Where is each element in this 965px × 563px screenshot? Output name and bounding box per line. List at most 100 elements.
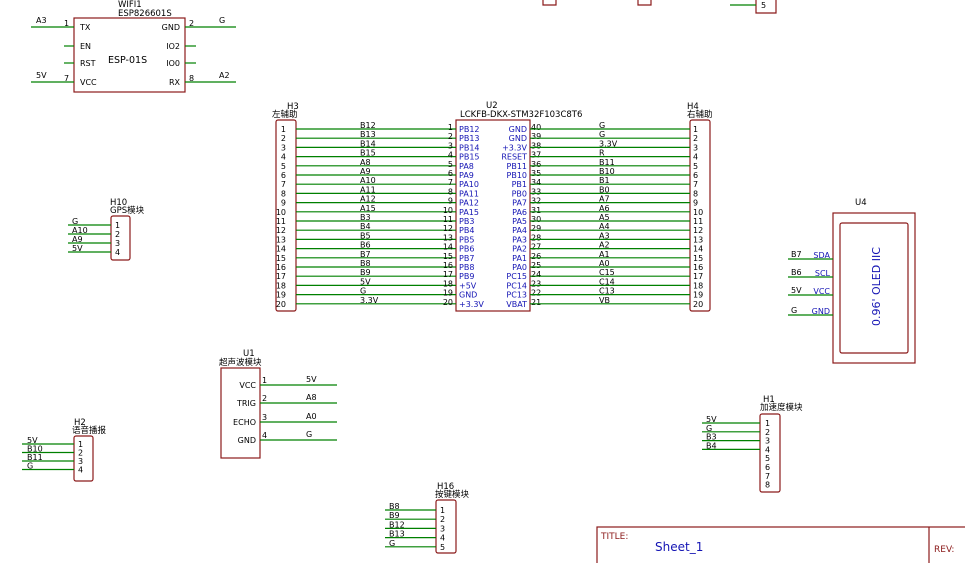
- wifi-name: ESP-01S: [108, 55, 147, 66]
- wifi-pin-number: 1: [64, 19, 69, 28]
- h10-net-label: A10: [72, 226, 88, 235]
- u4-pin-name: VCC: [813, 287, 830, 296]
- u2-pin-number: 2: [448, 132, 453, 141]
- h4-pin-number: 15: [693, 254, 703, 263]
- h16-ref: H16: [437, 482, 454, 492]
- u2-pin-number: 36: [531, 160, 541, 169]
- u1-pin-name: VCC: [239, 381, 256, 390]
- u2-pin-name: RESET: [501, 153, 527, 162]
- u2-pin-name: PB8: [459, 263, 474, 272]
- h4-net-label: G: [599, 130, 605, 139]
- h3-pin-number: 9: [281, 199, 286, 208]
- h4-ref: H4: [687, 102, 699, 112]
- h4-pin-number: 7: [693, 180, 698, 189]
- h4-net-label: A5: [599, 213, 610, 222]
- h1-pin-number: 5: [765, 454, 770, 463]
- h3-pin-number: 1: [281, 125, 286, 134]
- u2-pin-name: +3.3V: [502, 143, 527, 152]
- u2-pin-number: 29: [531, 224, 541, 233]
- h1-body: [759, 413, 781, 493]
- wifi-pin-name: TX: [79, 23, 91, 32]
- u1-name: 超声波模块: [219, 357, 262, 368]
- u2-pin-number: 6: [448, 169, 453, 178]
- u4-pin-name: GND: [812, 307, 830, 316]
- h2-net-label: G: [27, 462, 33, 471]
- u2-pin-number: 11: [443, 215, 453, 224]
- h4-pin-number: 13: [693, 235, 703, 244]
- wifi-ref: WIFI1: [118, 0, 142, 10]
- u4-net-label: G: [791, 306, 797, 315]
- wifi-pin-name: GND: [162, 23, 180, 32]
- h1-name: 加速度模块: [760, 402, 803, 413]
- h3-net-label: A15: [360, 204, 376, 213]
- h3-net-label: B4: [360, 222, 371, 231]
- u2-pin-number: 19: [443, 289, 453, 298]
- u2-pin-number: 16: [443, 261, 453, 270]
- h16-pin-number: 2: [440, 515, 445, 524]
- h4-net-label: A7: [599, 195, 610, 204]
- h4-pin-number: 11: [693, 217, 703, 226]
- u2-pin-number: 1: [448, 123, 453, 132]
- h16-pin-number: 1: [440, 506, 445, 515]
- u2-pin-name: VBAT: [506, 300, 527, 309]
- h4-pin-number: 16: [693, 263, 703, 272]
- u2-pin-number: 15: [443, 252, 453, 261]
- u2-pin-number: 27: [531, 243, 541, 252]
- u2-pin-name: PA10: [459, 180, 479, 189]
- h10-name: GPS模块: [110, 205, 145, 216]
- h1-ref: H1: [763, 395, 775, 405]
- h10-body: [110, 215, 131, 261]
- h3-name: 左辅助: [272, 109, 298, 120]
- h16-net-label: B8: [389, 502, 400, 511]
- h4-net-label: A6: [599, 204, 610, 213]
- wifi-pin-name: RX: [169, 78, 181, 87]
- h10-connector: H10 GPS模块: [110, 198, 145, 261]
- u4-pin-name: SCL: [815, 269, 831, 278]
- u2-mcu: U2 LCKFB-DKX-STM32F103C8T6: [455, 101, 582, 312]
- u2-pin-name: PB5: [459, 235, 474, 244]
- wifi-part: ESP826601S: [118, 9, 172, 19]
- u2-pin-name: PA2: [512, 245, 527, 254]
- h4-pin-number: 14: [693, 245, 703, 254]
- u4-oled: U4 0.96' OLED IIC: [832, 198, 916, 364]
- u2-pin-name: PA11: [459, 189, 479, 198]
- u2-pin-name: PB7: [459, 254, 474, 263]
- u1-ref: U1: [243, 349, 255, 359]
- h3-net-label: B6: [360, 241, 371, 250]
- u1-body: [220, 367, 261, 459]
- h3-ref: H3: [287, 102, 299, 112]
- u2-pin-number: 18: [443, 279, 453, 288]
- h16-pin-number: 3: [440, 524, 445, 533]
- h3-pin-number: 8: [281, 189, 286, 198]
- h4-pin-number: 5: [693, 162, 698, 171]
- h4-net-label: A3: [599, 231, 610, 240]
- u2-pin-name: PB10: [507, 171, 528, 180]
- h3-pin-number: 6: [281, 171, 286, 180]
- u2-pin-number: 30: [531, 215, 541, 224]
- wifi-pin-name: VCC: [80, 78, 97, 87]
- u2-pin-number: 14: [443, 243, 453, 252]
- u2-pin-name: PA12: [459, 199, 479, 208]
- h4-net-label: A0: [599, 259, 610, 268]
- u2-pin-name: PA8: [459, 162, 474, 171]
- h3-net-label: A8: [360, 158, 371, 167]
- h16-connector: H16 按键模块: [435, 482, 470, 554]
- sheet-name: Sheet_1: [655, 540, 703, 554]
- h3-net-label: A11: [360, 185, 376, 194]
- h2-pin-number: 1: [78, 440, 83, 449]
- h16-body: [435, 499, 457, 554]
- u2-pin-name: GND: [459, 291, 477, 300]
- h1-net-label: B4: [706, 441, 717, 450]
- h4-pin-number: 20: [693, 300, 703, 309]
- u2-pin-name: PB11: [507, 162, 528, 171]
- h3-pin-number: 4: [281, 153, 286, 162]
- u1-net-label: A0: [306, 412, 317, 421]
- h2-net-label: B10: [27, 445, 43, 454]
- u2-pin-name: PB0: [512, 189, 527, 198]
- h3-net-label: B8: [360, 259, 371, 268]
- u2-pin-number: 28: [531, 233, 541, 242]
- rev-label: REV:: [934, 545, 954, 555]
- h2-pin-number: 4: [78, 466, 83, 475]
- top-pin-number: 5: [761, 1, 766, 10]
